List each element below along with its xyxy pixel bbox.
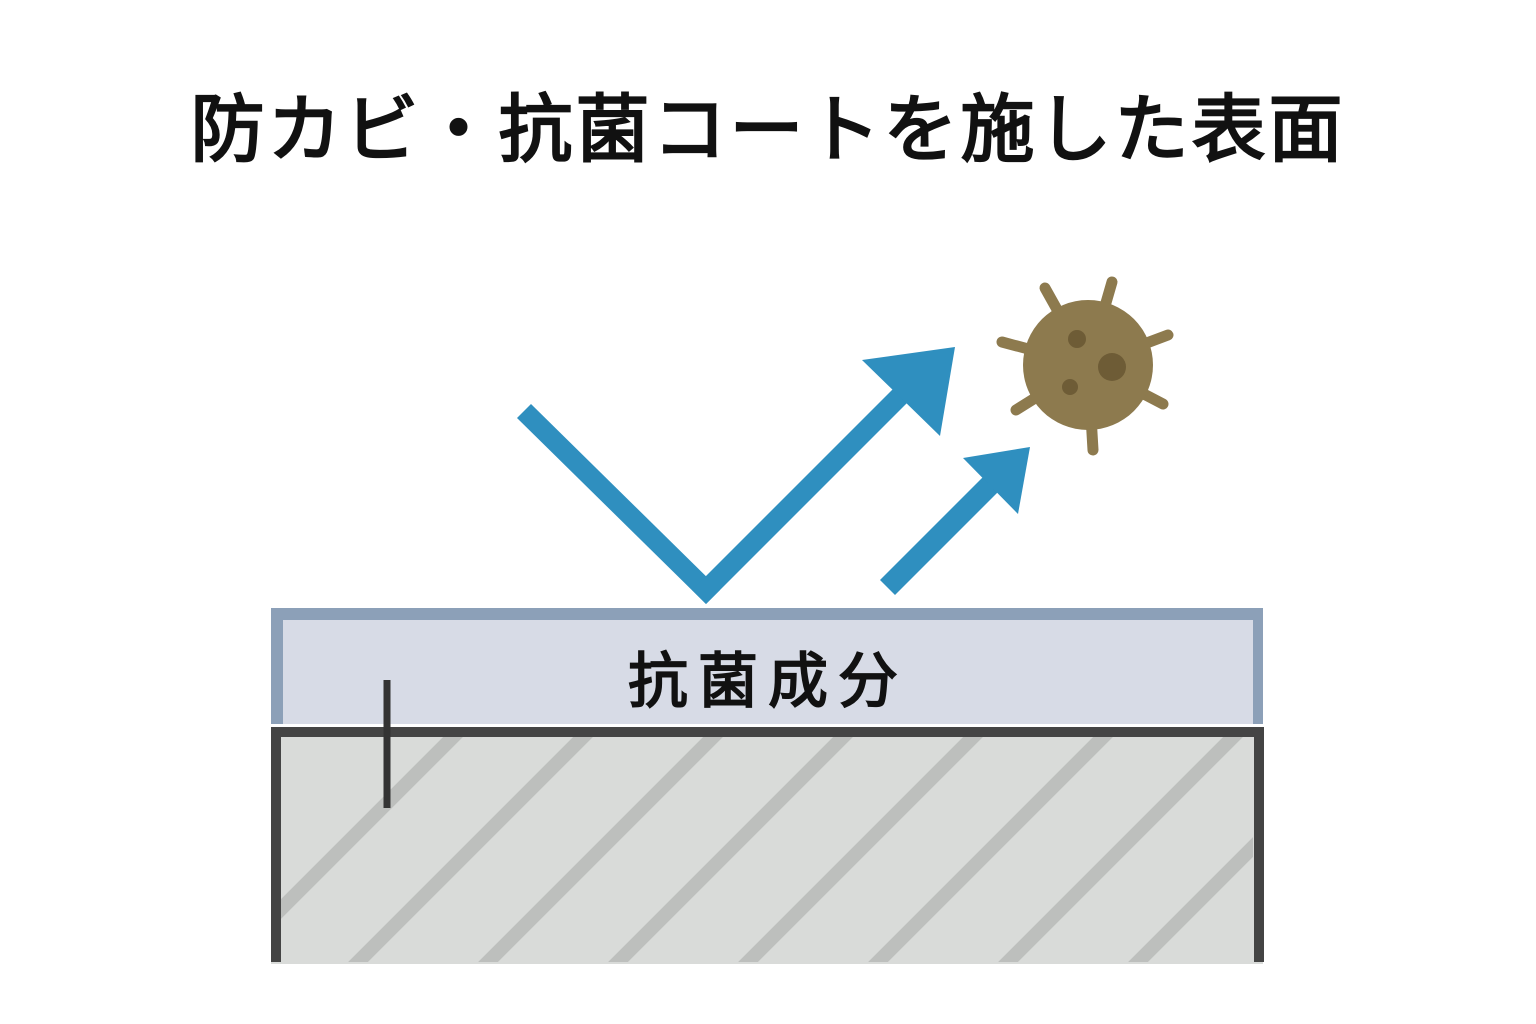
germ-icon: [996, 276, 1174, 456]
coating-label: 抗菌成分: [628, 646, 908, 717]
coating-layer: [271, 608, 1263, 724]
repel-arrow-icon: [880, 447, 1030, 595]
diagram-title: 防カビ・抗菌コートを施した表面: [190, 87, 1346, 173]
deflection-arrow-icon: [517, 347, 955, 604]
substrate-border: [271, 727, 1264, 962]
substrate-fill: [271, 728, 1263, 964]
substrate: [271, 727, 1264, 964]
substrate-hatching: [281, 736, 1253, 962]
